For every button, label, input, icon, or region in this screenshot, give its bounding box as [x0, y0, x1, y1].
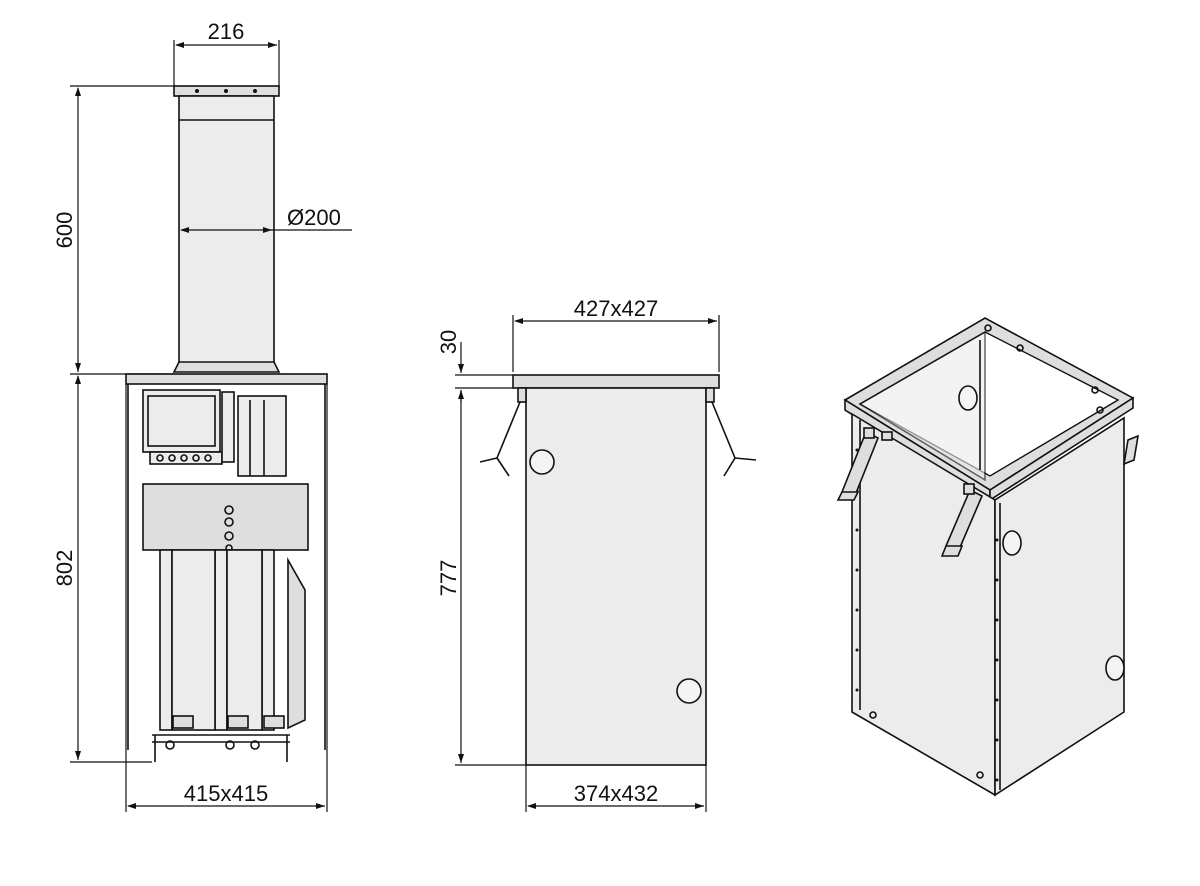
bollard-tube — [178, 95, 275, 367]
diameter-value: 200 — [304, 205, 341, 230]
dim-label-base-footprint: 415x415 — [184, 781, 268, 806]
dim-label-box-footprint: 374x432 — [574, 781, 658, 806]
iso-right-face — [994, 416, 1125, 797]
dim-label-top-width: 216 — [208, 19, 245, 44]
dim-label-bollard-height: 600 — [52, 212, 77, 249]
bollard-side-view: 216 Ø200 600 — [52, 19, 352, 812]
box-flange — [512, 374, 720, 389]
dim-label-flange-size: 427x427 — [574, 296, 658, 321]
housing-flange — [125, 373, 328, 385]
dim-label-diameter: Ø200 — [287, 205, 341, 230]
foundation-box-side-view: 427x427 30 777 374x432 — [436, 296, 757, 812]
dim-label-box-height: 777 — [436, 560, 461, 597]
foundation-box-isometric-view — [836, 317, 1140, 797]
drain-hole — [676, 678, 702, 704]
box-body — [525, 387, 707, 766]
cable-hole — [529, 449, 555, 475]
dim-label-housing-height: 802 — [52, 550, 77, 587]
control-box — [142, 389, 221, 453]
diameter-symbol: Ø — [287, 205, 304, 230]
dim-label-flange-thickness: 30 — [436, 330, 461, 354]
mid-plate — [142, 483, 309, 551]
bollard-foot — [172, 361, 281, 373]
